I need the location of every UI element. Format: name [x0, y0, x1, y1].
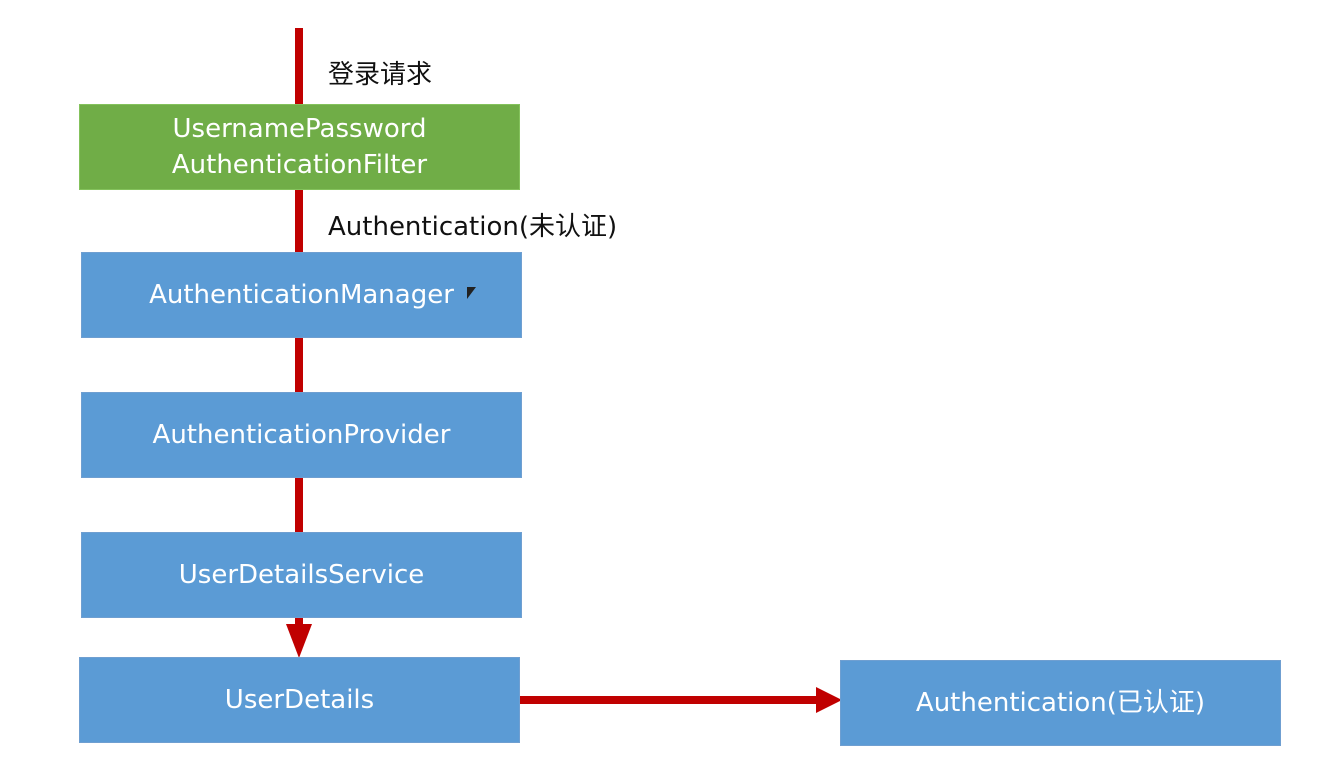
authentication-manager-label: AuthenticationManager: [149, 280, 454, 310]
user-details-service-box: UserDetailsService: [81, 532, 522, 618]
unauthenticated-label: Authentication(未认证): [328, 212, 618, 242]
user-details-service-label: UserDetailsService: [178, 560, 425, 590]
arrow-right-icon: [816, 687, 842, 713]
authentication-provider-box: AuthenticationProvider: [81, 392, 522, 478]
user-details-box: UserDetails: [79, 657, 520, 743]
mouse-cursor-icon: [467, 287, 476, 299]
arrow-down-icon: [286, 624, 312, 658]
authentication-provider-label: AuthenticationProvider: [152, 420, 451, 450]
user-details-label: UserDetails: [224, 685, 375, 715]
login-request-label: 登录请求: [328, 60, 433, 90]
authenticated-label: Authentication(已认证): [915, 688, 1206, 718]
authentication-manager-box: AuthenticationManager: [81, 252, 522, 338]
username-password-filter-box: UsernamePassword AuthenticationFilter: [79, 104, 520, 190]
filter-box-line1: UsernamePassword: [172, 114, 427, 144]
horizontal-connector: [519, 696, 819, 704]
filter-box-line2: AuthenticationFilter: [171, 150, 428, 180]
authenticated-box: Authentication(已认证): [840, 660, 1281, 746]
